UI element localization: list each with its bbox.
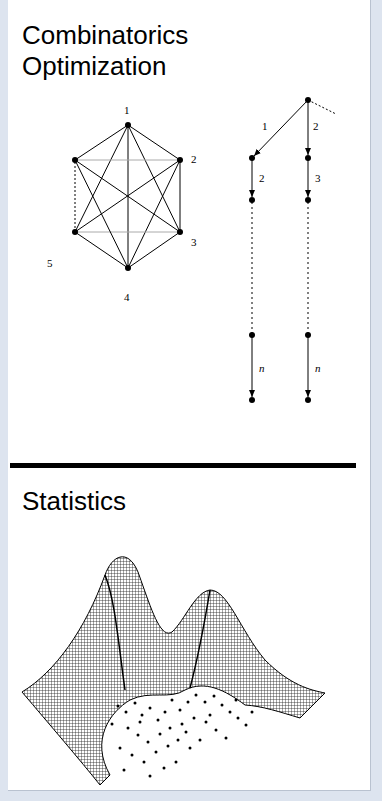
branch-number: 3 [315, 172, 321, 184]
branch-number: 2 [313, 120, 319, 132]
complete-graph [75, 125, 180, 268]
section-heading: Combinatorics Optimization [22, 20, 222, 82]
graph-vertices [72, 122, 183, 271]
branch-number: n [315, 362, 321, 374]
density-surface [22, 557, 325, 785]
branch-number: n [259, 362, 265, 374]
branch-number: 2 [259, 172, 265, 184]
tree-nodes [249, 97, 311, 403]
search-tree [252, 100, 336, 397]
section-heading: Statistics [22, 486, 222, 517]
scatter-points [111, 694, 254, 778]
vertex-number: 3 [191, 236, 197, 248]
separator-bar [10, 463, 356, 468]
vertex-number: 2 [191, 153, 197, 165]
vertex-number: 1 [124, 104, 130, 116]
vertex-number: 4 [124, 291, 130, 303]
branch-number: 1 [262, 120, 268, 132]
vertex-number: 5 [47, 257, 53, 269]
